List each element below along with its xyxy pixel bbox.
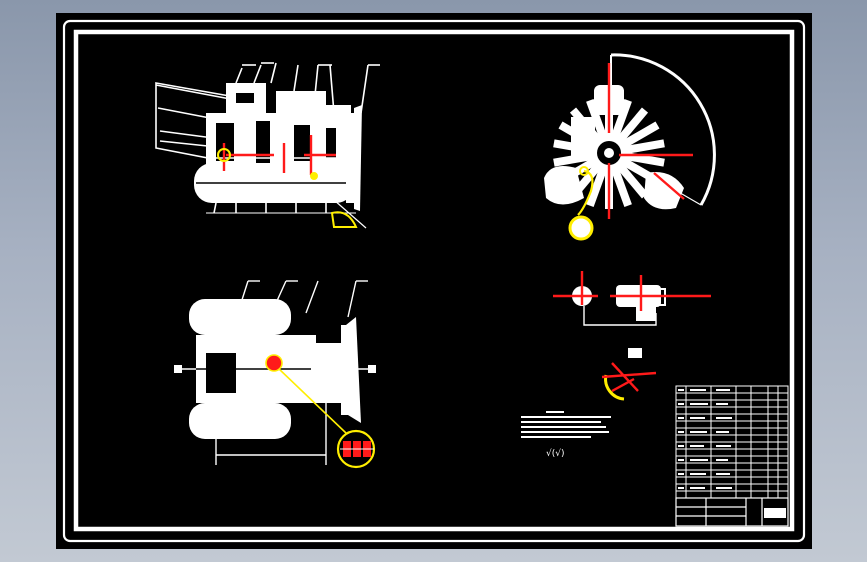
assembly-drawing: √(√) bbox=[62, 19, 806, 543]
bottom-plan-view bbox=[174, 280, 376, 469]
roughness-symbol: √(√) bbox=[546, 448, 565, 459]
drawing-outer-frame bbox=[62, 19, 806, 543]
title-block bbox=[675, 497, 789, 527]
top-section-view bbox=[155, 62, 380, 229]
drawing-inner-frame bbox=[73, 29, 795, 532]
technical-notes: √(√) bbox=[521, 411, 611, 459]
side-view bbox=[544, 53, 716, 241]
top-view-highlight bbox=[217, 148, 358, 228]
parts-table bbox=[675, 385, 789, 499]
small-detail-view bbox=[601, 348, 657, 401]
drawing-sheet: √(√) bbox=[56, 13, 812, 549]
top-view-center-lines bbox=[222, 135, 336, 175]
parts-table-text-marks bbox=[678, 389, 732, 489]
detail-view bbox=[553, 271, 711, 326]
